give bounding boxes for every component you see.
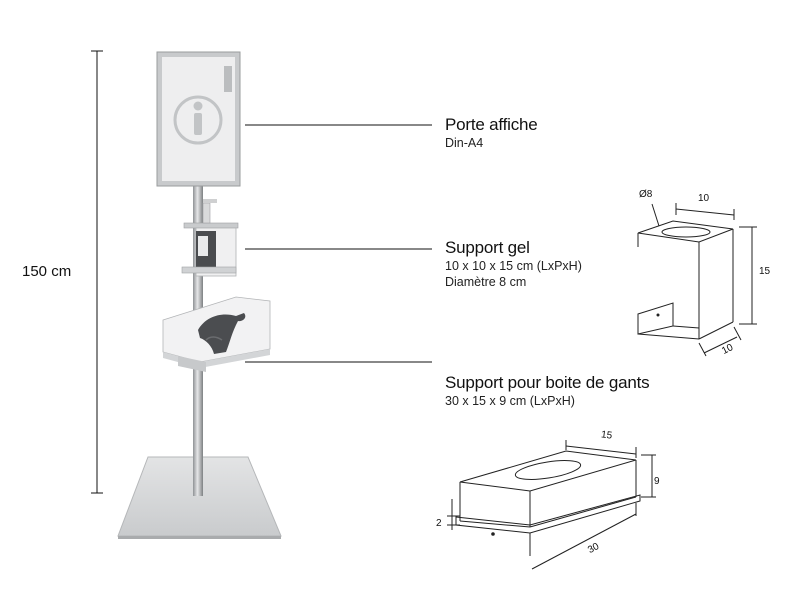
callout-gel-support: Support gel 10 x 10 x 15 cm (LxPxH) Diam…: [445, 238, 582, 290]
callout-poster-holder: Porte affiche Din-A4: [445, 115, 538, 151]
glove-box-support: [162, 296, 271, 372]
callout-detail: Diamètre 8 cm: [445, 275, 527, 289]
callout-title: Support gel: [445, 238, 530, 257]
leader-lines: [245, 124, 432, 363]
callout-title: Porte affiche: [445, 115, 538, 134]
poster-holder: [156, 51, 241, 187]
info-icon: [173, 95, 223, 145]
box-lip-label: 2: [436, 518, 442, 529]
height-dimension-line: [91, 50, 103, 494]
gel-width-label: 10: [698, 193, 710, 204]
callout-detail: 10 x 10 x 15 cm (LxPxH): [445, 259, 582, 273]
gel-diameter-label: Ø8: [639, 189, 653, 200]
gel-support-drawing: [637, 203, 757, 357]
height-label: 150 cm: [22, 263, 72, 280]
callout-detail: Din-A4: [445, 136, 484, 150]
callout-glove-box-support: Support pour boite de gants 30 x 15 x 9 …: [445, 373, 650, 409]
gel-drawing-hole: [656, 313, 660, 317]
callout-detail: 30 x 15 x 9 cm (LxPxH): [445, 394, 575, 408]
box-height-label: 9: [654, 476, 660, 487]
box-depth-label: 15: [600, 429, 613, 442]
callout-title: Support pour boite de gants: [445, 373, 650, 392]
glove-box-drawing: [447, 440, 656, 570]
gel-height-label: 15: [759, 266, 771, 277]
gel-support: [181, 199, 239, 277]
